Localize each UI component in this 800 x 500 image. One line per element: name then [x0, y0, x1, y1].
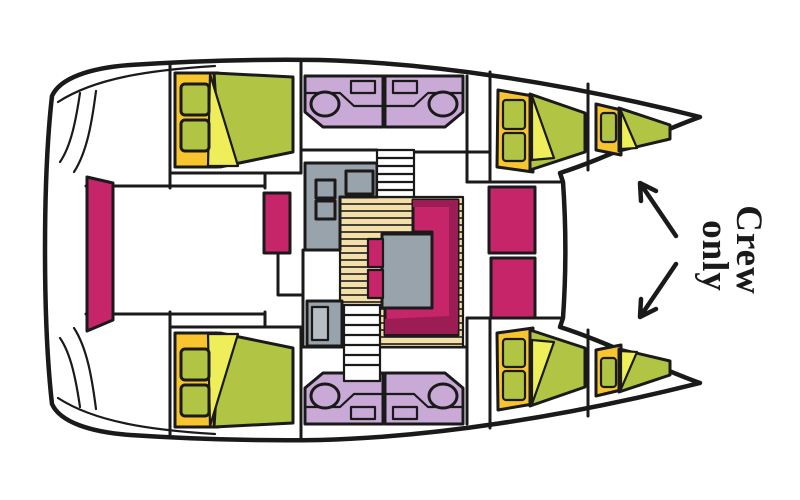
stove-icon	[344, 169, 375, 196]
blanket-fold	[619, 109, 639, 151]
sink-icon	[391, 79, 419, 95]
arrow-to-starboard-bow	[637, 261, 679, 320]
stairs-to-port-hull	[375, 148, 416, 199]
aft-cockpit-bench	[85, 175, 115, 333]
forward-cabin-bed	[495, 88, 587, 174]
transom-step-line	[72, 89, 98, 174]
berth-pillow	[599, 111, 618, 144]
stairs-to-starboard-hull	[342, 303, 382, 383]
settee-back-cushion	[385, 316, 458, 334]
salon-and-cockpits	[85, 148, 537, 383]
sink-icon	[349, 79, 377, 95]
bathroom-left	[303, 74, 385, 129]
aft-cockpit-seat	[262, 191, 292, 255]
stool-seat	[366, 268, 385, 300]
settee-back-cushion	[449, 200, 458, 333]
salon-table	[380, 232, 434, 310]
port-hull-interior	[56, 60, 672, 190]
bed-pillow	[179, 118, 211, 153]
crew-berth	[594, 102, 672, 157]
forward-cockpit-bench	[489, 256, 537, 320]
toilet-icon	[427, 90, 459, 118]
aft-cabin-bed	[173, 71, 295, 169]
bed-pillow	[501, 131, 527, 163]
galley-sink-icon	[314, 178, 337, 200]
crew-only-annotation: Crew only	[637, 180, 769, 320]
cockpit-edge-line	[84, 171, 267, 190]
stair-treads	[342, 313, 382, 367]
bathroom-right	[383, 74, 465, 129]
crew-only-label-line2: only	[694, 220, 735, 292]
salon-dinette	[366, 198, 460, 337]
fridge-door	[310, 305, 330, 342]
stair-treads	[375, 156, 416, 192]
settee-back-cushion	[413, 200, 458, 207]
gunwale-line	[56, 64, 217, 104]
bed-pillow	[501, 98, 527, 131]
blanket-fold	[530, 94, 556, 162]
bed-pillow	[179, 82, 211, 117]
galley-sink-icon	[314, 199, 337, 221]
fridge-unit	[305, 299, 344, 348]
blanket-fold	[206, 72, 240, 168]
crew-only-label: Crew only	[694, 205, 769, 295]
transom-step-line	[58, 91, 82, 164]
salon-step-wall-line	[276, 251, 305, 297]
staircase	[342, 303, 382, 383]
crew-only-label-line1: Crew	[728, 205, 769, 295]
forward-cockpit-bench	[487, 185, 537, 255]
toilet-icon	[309, 90, 341, 118]
arrow-to-port-bow	[637, 180, 679, 239]
stool-seat	[366, 237, 385, 269]
